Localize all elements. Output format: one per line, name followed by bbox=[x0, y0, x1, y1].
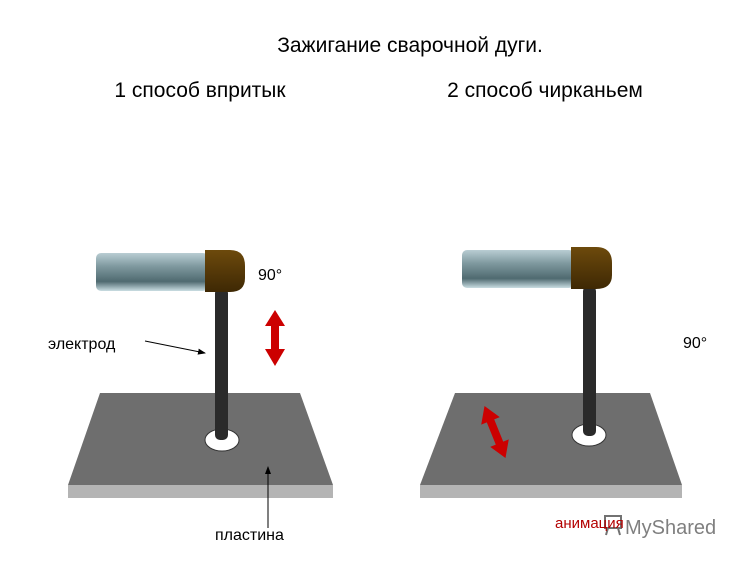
method2-illustration: 90° bbox=[420, 247, 707, 498]
vertical-motion-arrow-icon bbox=[265, 310, 285, 366]
holder-cap bbox=[571, 247, 612, 289]
electrode-holder bbox=[96, 253, 208, 291]
method1-heading: 1 способ впритык bbox=[114, 79, 286, 102]
animation-link[interactable]: анимация bbox=[555, 515, 624, 532]
slide-title: Зажигание сварочной дуги. bbox=[277, 34, 543, 57]
electrode-rod bbox=[583, 286, 596, 436]
plate bbox=[68, 393, 333, 485]
plate-edge bbox=[420, 485, 682, 498]
watermark-logo: MyShared bbox=[604, 515, 716, 539]
holder-cap bbox=[205, 250, 245, 292]
watermark-text: MyShared bbox=[625, 517, 716, 539]
plate-label: пластина bbox=[215, 527, 284, 544]
scratch-motion-arrow-icon bbox=[481, 406, 509, 458]
method2-angle: 90° bbox=[683, 335, 707, 352]
electrode-rod bbox=[215, 288, 228, 440]
electrode-label: электрод bbox=[48, 336, 116, 353]
method1-illustration: 90° электрод пластина bbox=[48, 250, 333, 544]
electrode-holder bbox=[462, 250, 574, 288]
method2-heading: 2 способ чирканьем bbox=[447, 79, 643, 102]
method1-angle: 90° bbox=[258, 267, 282, 284]
electrode-pointer bbox=[144, 340, 206, 355]
plate bbox=[420, 393, 682, 485]
plate-edge bbox=[68, 485, 333, 498]
